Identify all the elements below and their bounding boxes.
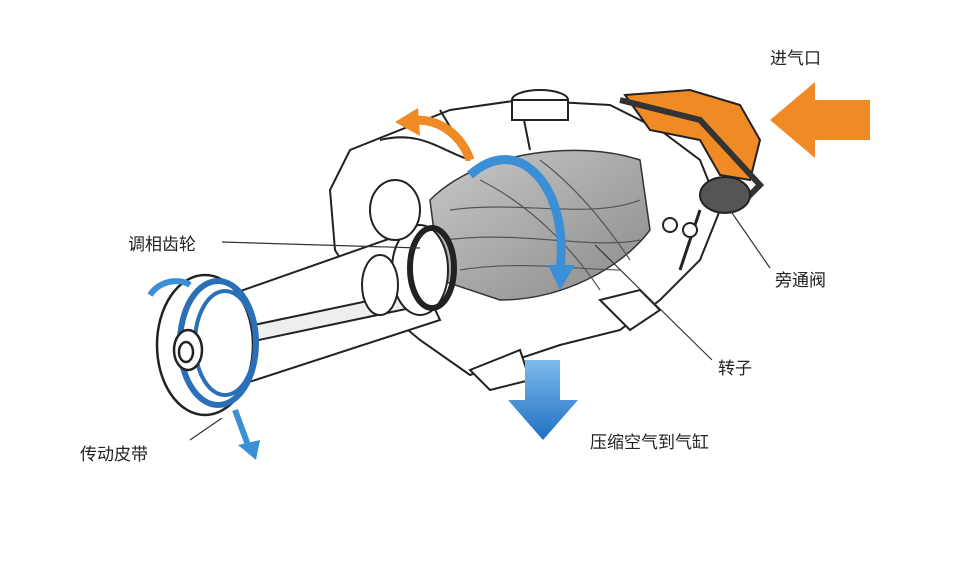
belt-rotation-arrow bbox=[147, 278, 192, 297]
label-drive-belt: 传动皮带 bbox=[80, 445, 148, 465]
label-compressed-air: 压缩空气到气缸 bbox=[590, 433, 709, 453]
intake-assembly bbox=[619, 88, 765, 271]
leader-lines bbox=[189, 209, 771, 441]
label-intake: 进气口 bbox=[770, 49, 821, 69]
label-phasing-gear: 调相齿轮 bbox=[128, 235, 196, 255]
intake-arrow bbox=[770, 82, 870, 158]
belt-direction-arrow-head bbox=[238, 440, 260, 460]
belt-direction-arrow bbox=[232, 408, 251, 447]
label-rotor: 转子 bbox=[718, 359, 752, 379]
rotor-rotation-arrow bbox=[466, 155, 566, 271]
rotor-drawing bbox=[429, 149, 651, 301]
compressed-air-arrow bbox=[508, 360, 578, 440]
rotor-rotation-arrow-head bbox=[548, 265, 575, 290]
label-bypass-valve: 旁通阀 bbox=[775, 271, 826, 291]
pulley bbox=[155, 273, 259, 417]
outflow-arrow-head bbox=[395, 108, 420, 136]
